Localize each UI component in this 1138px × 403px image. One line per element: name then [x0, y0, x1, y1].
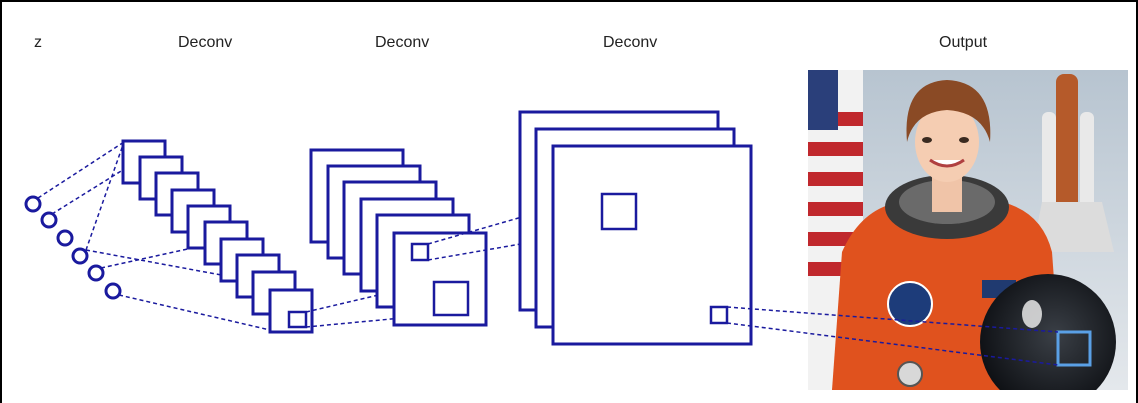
output-label: Output [939, 34, 988, 51]
receptive-patch [709, 305, 729, 325]
connection-line [85, 141, 125, 251]
connection-line [37, 141, 125, 199]
z-node [87, 264, 105, 282]
z-label: z [34, 34, 42, 51]
receptive-patch [432, 280, 470, 317]
connection-line [118, 294, 271, 331]
shuttle-graphic [1032, 74, 1114, 252]
connection-line [100, 247, 193, 269]
helmet [980, 274, 1116, 390]
deconv-stack-2 [309, 148, 488, 327]
connection-line [726, 306, 1059, 333]
z-node [40, 211, 58, 229]
receptive-patch [410, 242, 430, 262]
receptive-patch [600, 192, 638, 231]
output-image [808, 70, 1128, 390]
z-node [24, 195, 42, 213]
receptive-patch [287, 310, 308, 329]
output-highlight-patch [1056, 330, 1092, 367]
deconv-label-3: Deconv [603, 34, 658, 51]
deconv-stack-1 [121, 139, 314, 334]
hair [906, 80, 991, 142]
z-node [56, 229, 74, 247]
mission-patch [887, 281, 933, 327]
stack3-to-output-connections [726, 306, 1059, 366]
deconv-label-1: Deconv [178, 34, 233, 51]
deconv-stack-3 [518, 110, 753, 346]
connection-line [305, 281, 435, 313]
connection-line [51, 157, 143, 215]
deconv-label-2: Deconv [375, 34, 430, 51]
z-node [104, 282, 122, 300]
z-node [71, 247, 89, 265]
latent-z-nodes [24, 195, 122, 300]
